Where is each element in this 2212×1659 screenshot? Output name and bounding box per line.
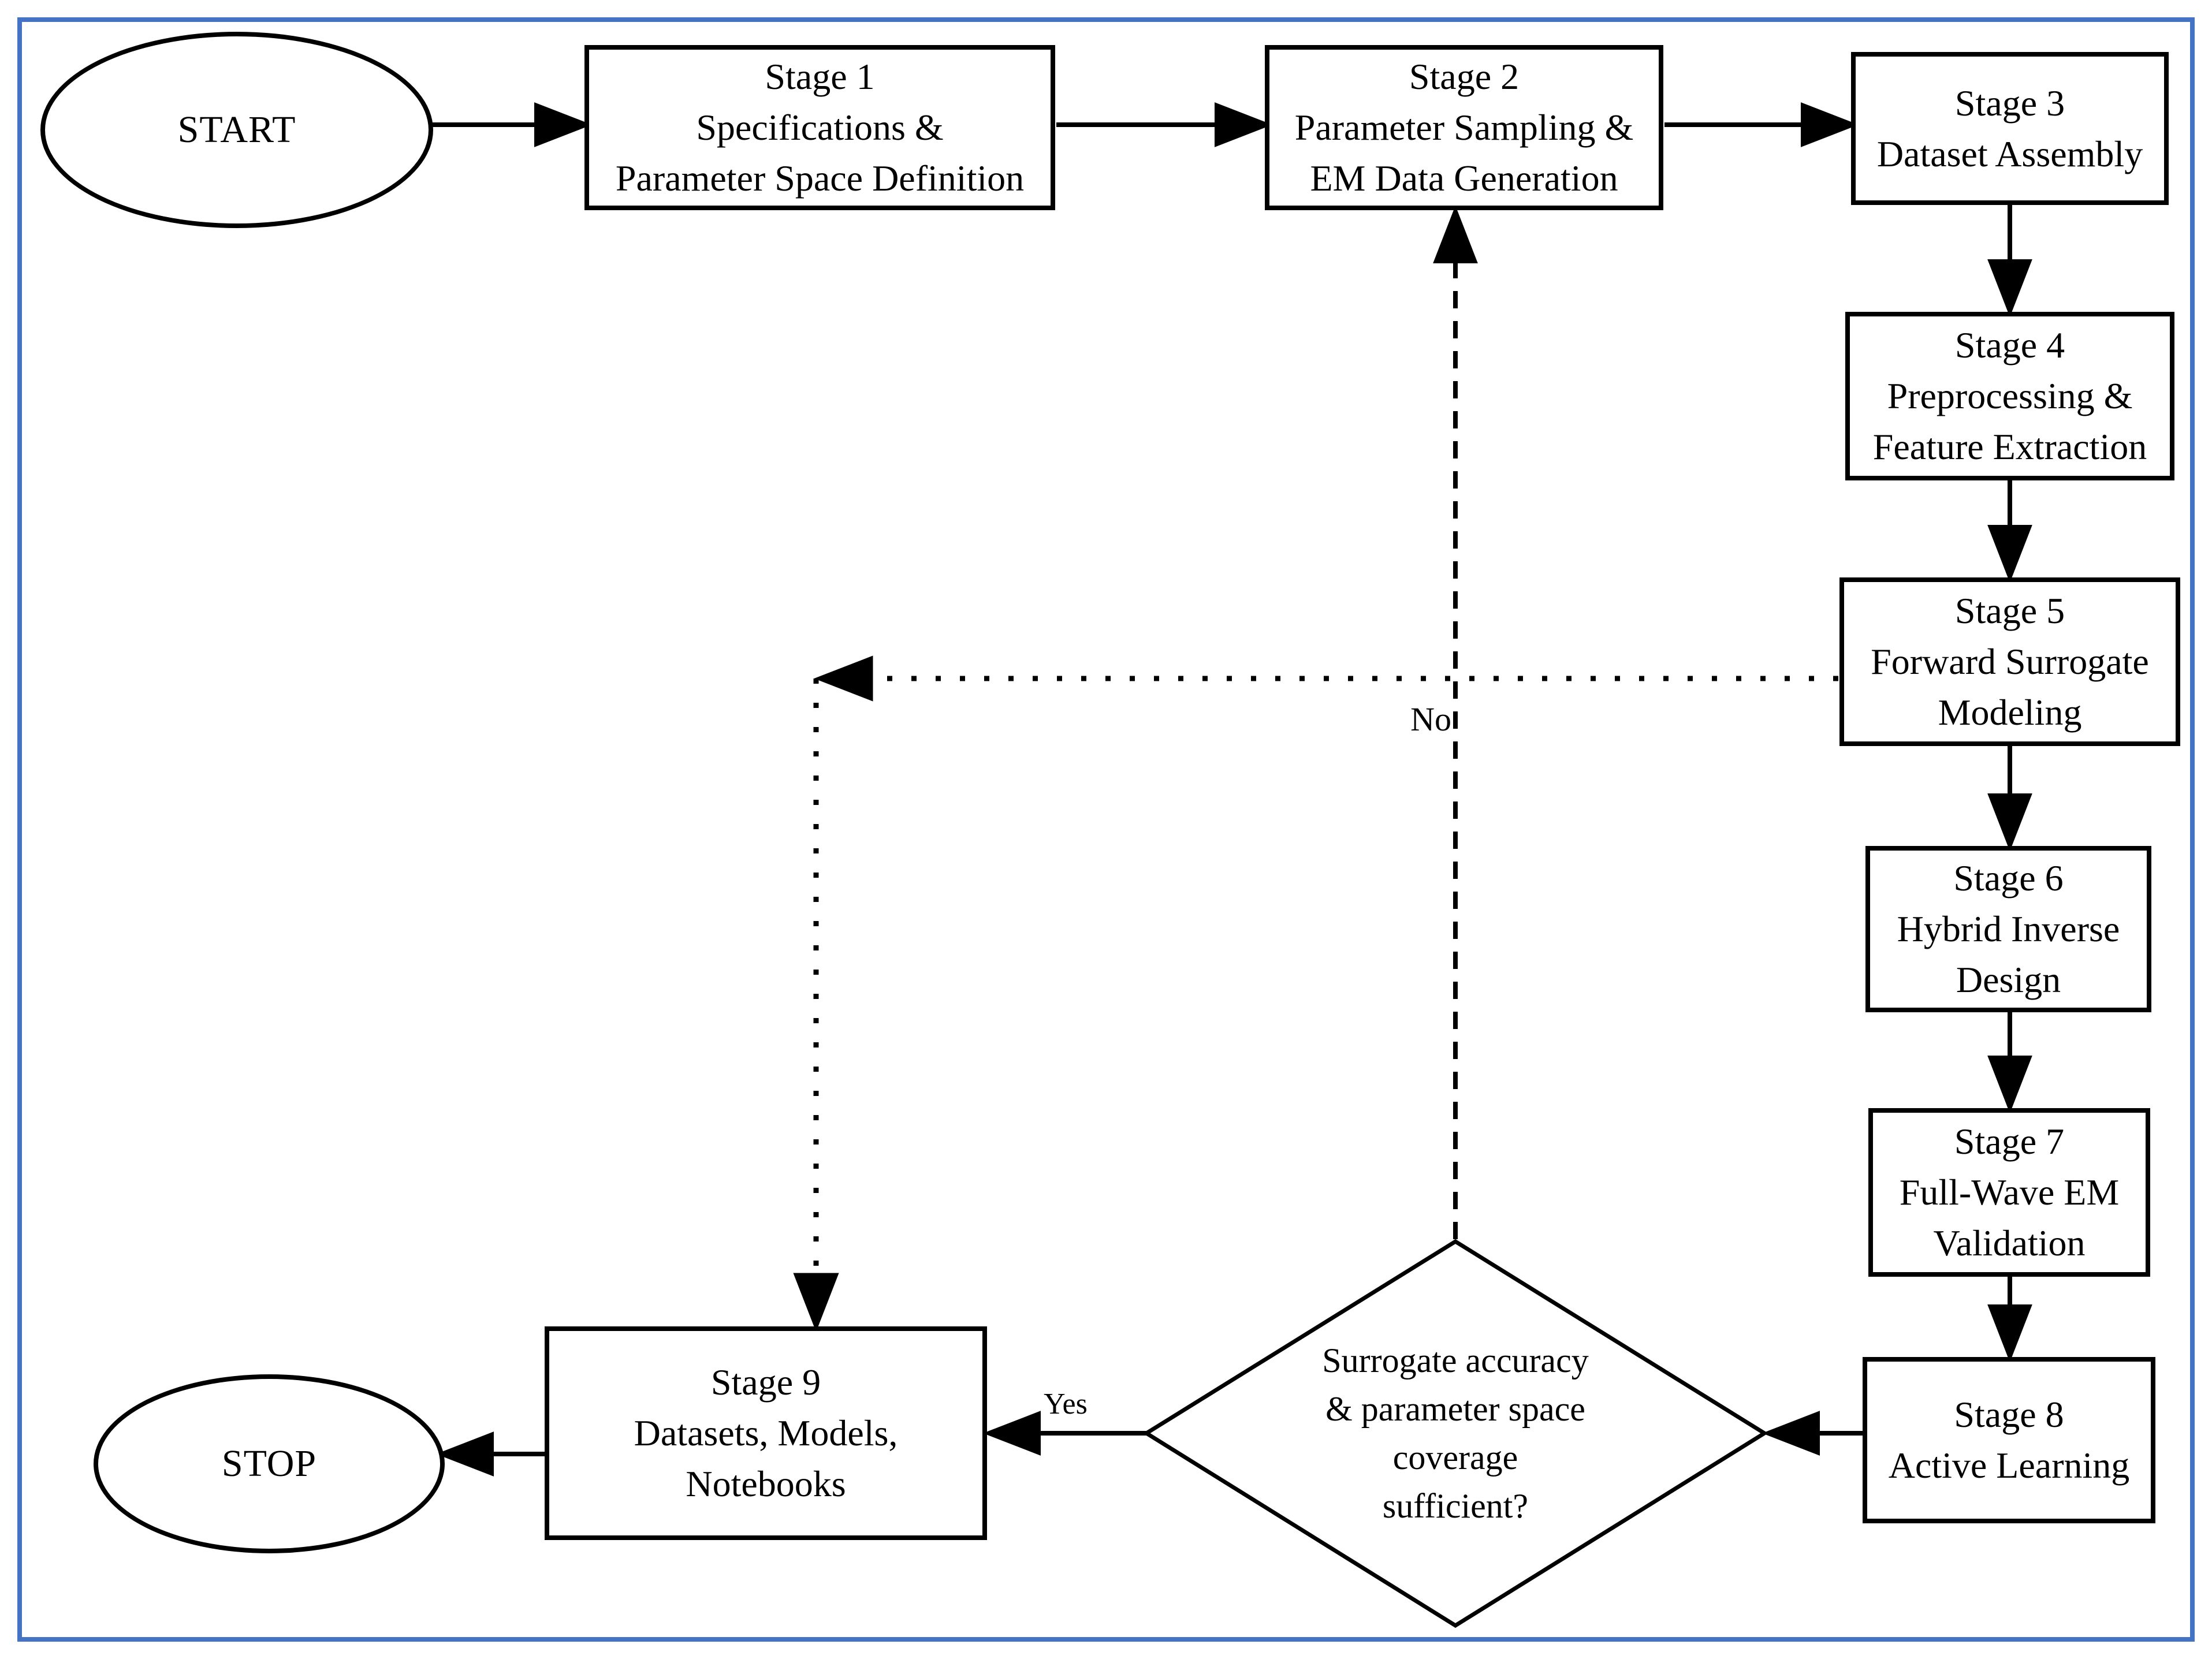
arrowhead-down-icon: [1987, 1304, 2032, 1363]
edge-stage1-to-stage2: [1056, 102, 1273, 147]
edge-stage6-to-stage7: [1987, 1011, 2032, 1114]
arrowhead-down-icon: [1987, 793, 2032, 852]
stage-7-title: Stage 7: [1954, 1121, 2065, 1162]
arrowhead-up-icon: [1433, 205, 1478, 263]
arrowhead-right-icon: [1215, 102, 1273, 147]
edge-stage7-to-stage8: [1987, 1276, 2032, 1363]
stage-2-line-2: Parameter Sampling &: [1294, 107, 1634, 148]
arrowhead-down-icon: [1987, 1056, 2032, 1114]
stage-4-box: Stage 4 Preprocessing & Feature Extracti…: [1845, 312, 2174, 480]
arrowhead-down-icon: [1987, 259, 2032, 318]
edge-stage4-to-stage5: [1987, 479, 2032, 583]
arrowhead-down-icon: [793, 1273, 839, 1332]
stage-4-title: Stage 4: [1954, 325, 2065, 366]
stage-7-line-3: Validation: [1933, 1222, 2086, 1263]
decision-line-4: sufficient?: [1382, 1487, 1529, 1525]
stage-7-line-2: Full-Wave EM: [1899, 1172, 2120, 1213]
arrowhead-right-icon: [534, 102, 593, 147]
start-label: START: [177, 109, 296, 151]
stage-5-box: Stage 5 Forward Surrogate Modeling: [1839, 577, 2180, 746]
stage-7-box: Stage 7 Full-Wave EM Validation: [1868, 1108, 2150, 1277]
stage-1-title: Stage 1: [765, 56, 875, 97]
edge-stage9-to-stop: [435, 1431, 546, 1477]
arrowhead-left-icon: [982, 1411, 1041, 1456]
edge-stage3-to-stage4: [1987, 204, 2032, 318]
edge-stage8-to-decision: [1762, 1411, 1864, 1456]
arrowhead-down-icon: [1987, 525, 2032, 583]
decision-line-1: Surrogate accuracy: [1322, 1341, 1589, 1380]
arrowhead-left-icon: [435, 1431, 494, 1477]
stage-2-title: Stage 2: [1409, 56, 1520, 97]
stage-8-title: Stage 8: [1954, 1394, 2064, 1435]
start-terminator: START: [40, 32, 433, 228]
arrowhead-left-icon: [1762, 1411, 1820, 1456]
edge-stage5-to-stage6: [1987, 745, 2032, 852]
arrowhead-right-icon: [1801, 102, 1859, 147]
decision-line-3: coverage: [1392, 1438, 1518, 1477]
stage-3-box: Stage 3 Dataset Assembly: [1851, 52, 2169, 205]
edge-stage5-to-stage9-dotted: [793, 655, 1838, 1332]
stage-2-line-3: EM Data Generation: [1310, 158, 1618, 199]
stage-4-line-3: Feature Extraction: [1872, 426, 2147, 467]
decision-diamond-label: Surrogate accuracy & parameter space cov…: [1149, 1336, 1762, 1530]
no-branch-label: No: [1410, 700, 1451, 738]
edge-stage2-to-stage3: [1664, 102, 1859, 147]
stage-5-line-3: Modeling: [1938, 692, 2082, 733]
stage-1-box: Stage 1 Specifications & Parameter Space…: [584, 45, 1055, 210]
stage-3-title: Stage 3: [1954, 82, 2065, 124]
stage-2-box: Stage 2 Parameter Sampling & EM Data Gen…: [1265, 45, 1663, 210]
stage-8-box: Stage 8 Active Learning: [1863, 1357, 2155, 1523]
edge-decision-yes-to-stage9: [982, 1411, 1147, 1456]
stop-terminator: STOP: [94, 1374, 445, 1553]
stage-5-line-2: Forward Surrogate: [1871, 641, 2149, 682]
decision-diamond-shape: [1142, 1239, 1768, 1628]
stage-9-box: Stage 9 Datasets, Models, Notebooks: [545, 1326, 987, 1540]
stage-6-line-3: Design: [1956, 959, 2061, 1000]
stage-1-line-2: Specifications &: [696, 107, 944, 148]
stage-6-line-2: Hybrid Inverse: [1897, 908, 2120, 949]
stage-6-box: Stage 6 Hybrid Inverse Design: [1865, 846, 2151, 1012]
stage-1-line-3: Parameter Space Definition: [615, 158, 1025, 199]
outer-border: [17, 17, 2195, 1642]
stage-4-line-2: Preprocessing &: [1887, 375, 2133, 416]
stage-9-line-2: Datasets, Models,: [634, 1412, 898, 1453]
stop-label: STOP: [221, 1442, 317, 1485]
decision-line-2: & parameter space: [1325, 1390, 1585, 1428]
stage-9-line-3: Notebooks: [686, 1463, 846, 1504]
stage-8-line-2: Active Learning: [1888, 1445, 2130, 1486]
arrowhead-left-icon: [814, 655, 873, 702]
stage-3-line-2: Dataset Assembly: [1876, 133, 2143, 174]
stage-9-title: Stage 9: [710, 1362, 821, 1403]
yes-branch-label: Yes: [1044, 1388, 1088, 1421]
stage-6-title: Stage 6: [1953, 858, 2064, 899]
edge-start-to-stage1: [432, 102, 593, 147]
edge-decision-no-to-stage2: [1433, 205, 1478, 1239]
stage-5-title: Stage 5: [1954, 590, 2065, 631]
